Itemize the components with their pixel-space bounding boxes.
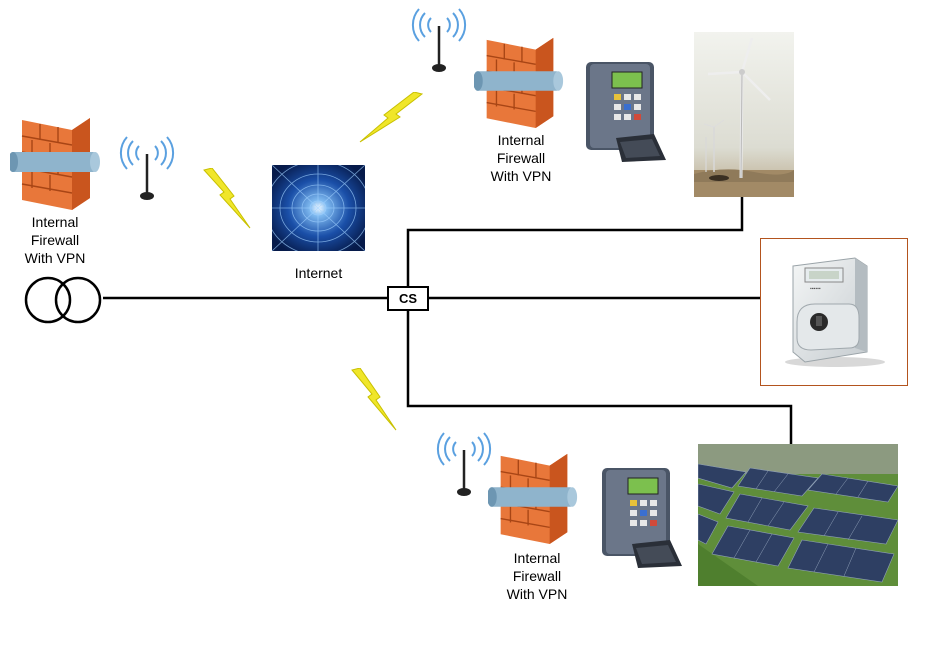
firewall-icon — [474, 37, 564, 129]
lightning-bolt-icon — [203, 168, 251, 229]
lightning-bolt-icon — [359, 92, 424, 143]
switch-to-wind-line — [406, 197, 744, 286]
wireless-antenna-icon — [436, 432, 492, 496]
firewall-bottom-label: Internal Firewall With VPN — [492, 549, 582, 603]
label-line: With VPN — [506, 586, 568, 602]
firewall-icon — [10, 118, 100, 210]
label-line: With VPN — [490, 168, 552, 184]
lightning-bolt-icon — [351, 368, 397, 431]
switch-to-solar-line — [406, 311, 793, 444]
transformer-icon — [24, 276, 102, 324]
internet-label: Internet — [294, 265, 343, 281]
label-line: Internal — [497, 132, 545, 148]
firewall-left-label: Internal Firewall With VPN — [10, 213, 100, 267]
svg-text:▪▪▪▪▪▪: ▪▪▪▪▪▪ — [810, 286, 821, 292]
firewall-icon — [488, 453, 578, 545]
label-line: Internal — [513, 550, 561, 566]
controller-device-icon — [586, 62, 666, 162]
label-line: Internal — [31, 214, 79, 230]
solar-panel-photo — [698, 444, 898, 586]
label-line: Firewall — [30, 232, 80, 248]
wireless-antenna-icon — [119, 136, 175, 200]
label-line: Firewall — [512, 568, 562, 584]
cs-switch: CS — [387, 286, 429, 311]
electric-meter-photo: ▪▪▪▪▪▪ — [785, 257, 885, 367]
label-line: Firewall — [496, 150, 546, 166]
wind-turbine-photo — [694, 32, 794, 197]
firewall-top-label: Internal Firewall With VPN — [476, 131, 566, 185]
internet-tunnel-image — [272, 165, 365, 251]
label-line: With VPN — [24, 250, 86, 266]
controller-device-icon — [602, 468, 682, 568]
wireless-antenna-icon — [411, 8, 467, 72]
